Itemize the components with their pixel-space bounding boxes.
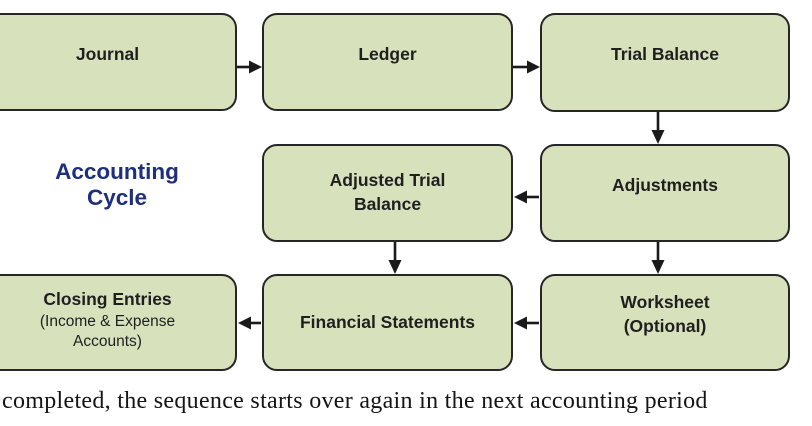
- box-adjustments-label: Adjustments: [612, 174, 718, 195]
- box-adjusted-trial-balance: Adjusted Trial Balance: [262, 144, 513, 242]
- box-journal-label: Journal: [75, 43, 140, 64]
- arrow-adjusted-trial-balance-to-financial-statements: [388, 242, 402, 274]
- box-adjusted-trial-balance-label: Adjusted Trial Balance: [329, 170, 446, 214]
- caption-text: completed, the sequence starts over agai…: [2, 388, 708, 414]
- box-worksheet-label: Worksheet (Optional): [620, 292, 710, 336]
- box-financial-statements-label: Financial Statements: [299, 311, 476, 332]
- box-journal: Journal: [0, 13, 237, 111]
- box-closing-entries: Closing Entries (Income & Expense Accoun…: [0, 274, 237, 371]
- box-closing-entries-label: Closing Entries: [43, 288, 172, 309]
- box-trial-balance-label: Trial Balance: [611, 44, 719, 65]
- arrow-trial-balance-to-adjustments: [651, 112, 665, 144]
- diagram-title: Accounting Cycle: [55, 159, 179, 210]
- box-closing-entries-sublabel: (Income & Expense Accounts): [39, 313, 176, 351]
- box-ledger-label: Ledger: [358, 43, 417, 64]
- arrow-journal-to-ledger: [237, 60, 262, 74]
- box-worksheet: Worksheet (Optional): [540, 274, 790, 371]
- arrow-adjustments-to-adjusted-trial-balance: [514, 190, 539, 204]
- arrow-ledger-to-trial-balance: [513, 60, 540, 74]
- arrow-adjustments-to-worksheet: [651, 242, 665, 274]
- box-ledger: Ledger: [262, 13, 513, 111]
- arrow-financial-statements-to-closing-entries: [238, 316, 261, 330]
- box-trial-balance: Trial Balance: [540, 13, 790, 112]
- box-financial-statements: Financial Statements: [262, 274, 513, 371]
- box-adjustments: Adjustments: [540, 144, 790, 242]
- arrow-worksheet-to-financial-statements: [514, 316, 539, 330]
